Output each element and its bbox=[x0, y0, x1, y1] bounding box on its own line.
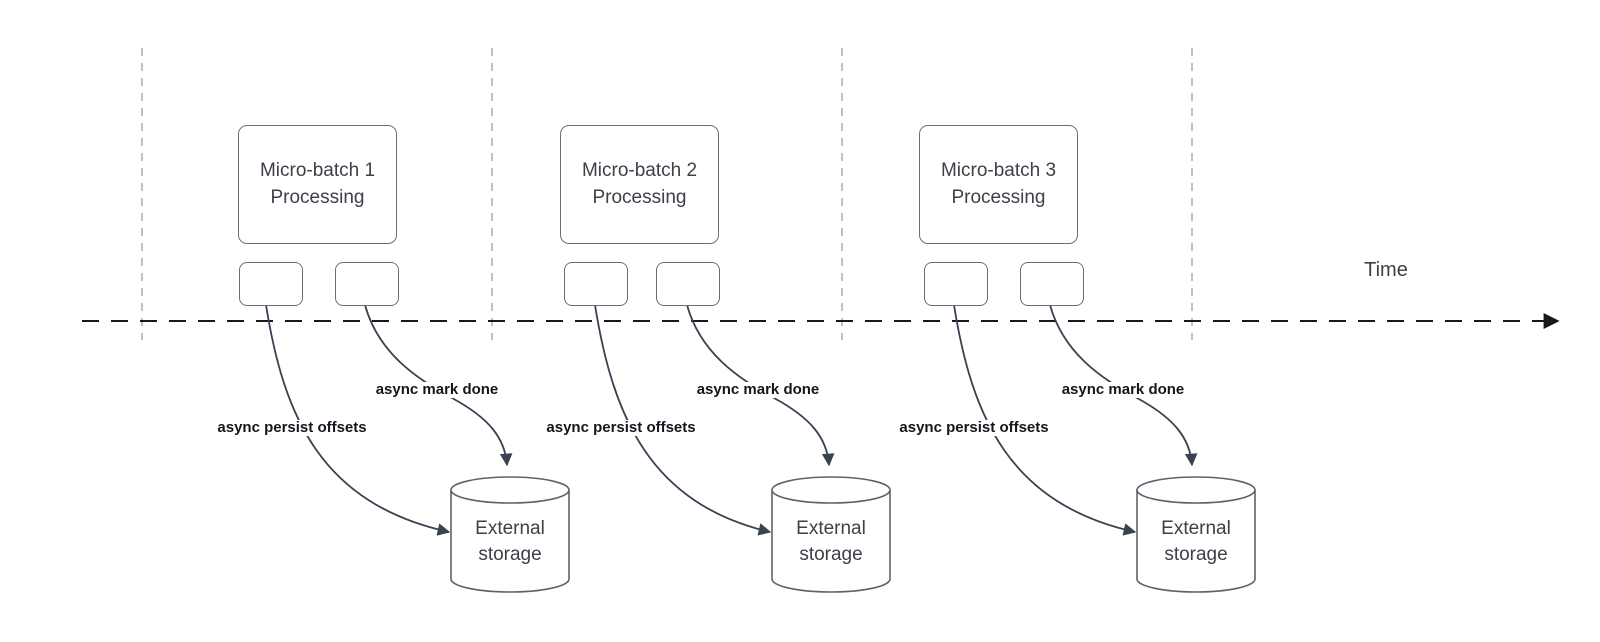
mark-done-task-box-2 bbox=[656, 262, 720, 306]
external-storage-label-1: External storage bbox=[475, 518, 545, 565]
async-persist-offsets-connector-1 bbox=[265, 304, 451, 536]
micro-batch-box-1: Micro-batch 1 Processing bbox=[238, 125, 397, 244]
micro-batch-box-2-title: Micro-batch 2 Processing bbox=[581, 159, 698, 208]
persist-offsets-task-box-3 bbox=[924, 262, 988, 306]
persist-offsets-task-box-1 bbox=[239, 262, 303, 306]
mark-done-label-1: async mark done bbox=[373, 381, 501, 398]
async-persist-offsets-connector-2 bbox=[594, 304, 772, 536]
external-storage-label-3: External storage bbox=[1161, 518, 1231, 565]
persist-offsets-label-2: async persist offsets bbox=[544, 419, 698, 436]
mark-done-task-box-1 bbox=[335, 262, 399, 306]
time-axis-label: Time bbox=[1364, 259, 1408, 281]
external-storage-cylinder-1 bbox=[450, 476, 570, 593]
external-storage-cylinder-2 bbox=[771, 476, 891, 593]
micro-batch-box-3-title: Micro-batch 3 Processing bbox=[940, 159, 1057, 208]
mark-done-label-3: async mark done bbox=[1059, 381, 1187, 398]
mark-done-label-2: async mark done bbox=[694, 381, 822, 398]
micro-batch-box-2: Micro-batch 2 Processing bbox=[560, 125, 719, 244]
persist-offsets-label-1: async persist offsets bbox=[215, 419, 369, 436]
micro-batch-box-1-title: Micro-batch 1 Processing bbox=[259, 159, 376, 208]
mark-done-task-box-3 bbox=[1020, 262, 1084, 306]
external-storage-cylinder-3 bbox=[1136, 476, 1256, 593]
micro-batch-box-3: Micro-batch 3 Processing bbox=[919, 125, 1078, 244]
persist-offsets-task-box-2 bbox=[564, 262, 628, 306]
external-storage-label-2: External storage bbox=[796, 518, 866, 565]
async-persist-offsets-connector-3 bbox=[953, 304, 1137, 536]
persist-offsets-label-3: async persist offsets bbox=[897, 419, 1051, 436]
